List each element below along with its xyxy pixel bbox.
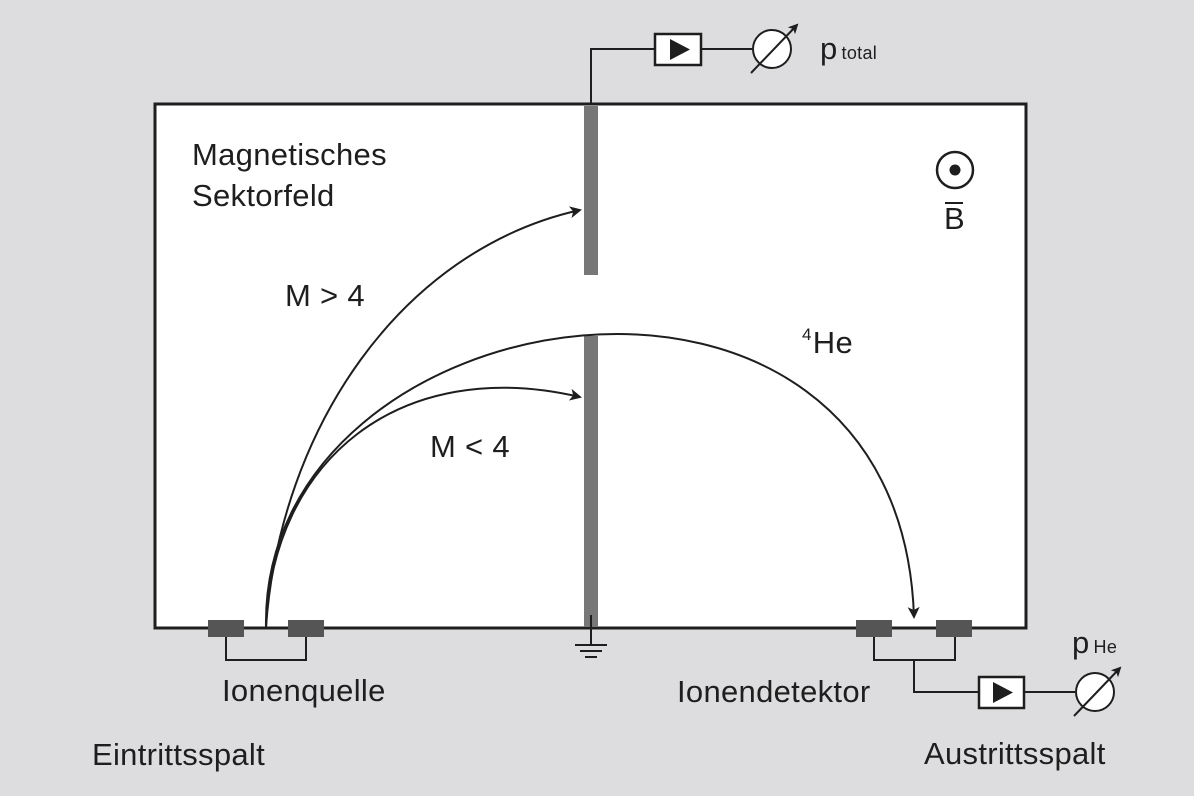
meter-he-icon: [1075, 672, 1115, 712]
trajectory-m-less-4: [265, 386, 582, 628]
entrance-slit-right: [288, 620, 324, 637]
ground-icon: [575, 615, 607, 658]
helium-symbol: He: [812, 325, 853, 360]
b-field-label: B: [944, 201, 965, 236]
baffle-lower: [584, 336, 598, 627]
m-greater-4-label: M > 4: [285, 278, 365, 313]
meter-he-needle: [1073, 666, 1122, 717]
baffle-upper: [584, 106, 598, 275]
b-field-dot: [949, 164, 961, 176]
entrance-slit-label: Eintrittsspalt: [92, 737, 266, 772]
p-he-symbol: p: [1072, 625, 1090, 660]
helium-mass-number: 4: [802, 325, 812, 344]
p-total-subscript: total: [841, 43, 878, 63]
exit-slit-left: [856, 620, 892, 637]
trajectory-helium-4: [264, 333, 920, 628]
meter-total-needle: [750, 23, 799, 74]
sector-field-title-line2: Sektorfeld: [192, 178, 335, 213]
ion-source-label: Ionenquelle: [222, 673, 386, 708]
ion-source-bracket: [225, 637, 307, 661]
total-pressure-lead: [590, 48, 655, 104]
p-total-symbol: p: [820, 31, 838, 66]
amplifier-he-triangle: [993, 682, 1013, 703]
ion-detector-label: Ionendetektor: [677, 674, 871, 709]
ion-detector-bracket: [873, 637, 956, 661]
b-field-out-icon: [935, 150, 975, 190]
amplifier-total-triangle: [670, 39, 690, 60]
b-vector-bar: [945, 202, 963, 204]
helium-4-label: 4He: [802, 325, 853, 360]
exit-slit-label: Austrittsspalt: [924, 736, 1106, 771]
exit-slit-right: [936, 620, 972, 637]
ion-detector-lead: [913, 660, 979, 693]
entrance-slit-left: [208, 620, 244, 637]
m-less-4-label: M < 4: [430, 429, 510, 464]
p-he-subscript: He: [1093, 637, 1118, 657]
sector-field-title-line1: Magnetisches: [192, 137, 387, 172]
meter-total-icon: [752, 29, 792, 69]
